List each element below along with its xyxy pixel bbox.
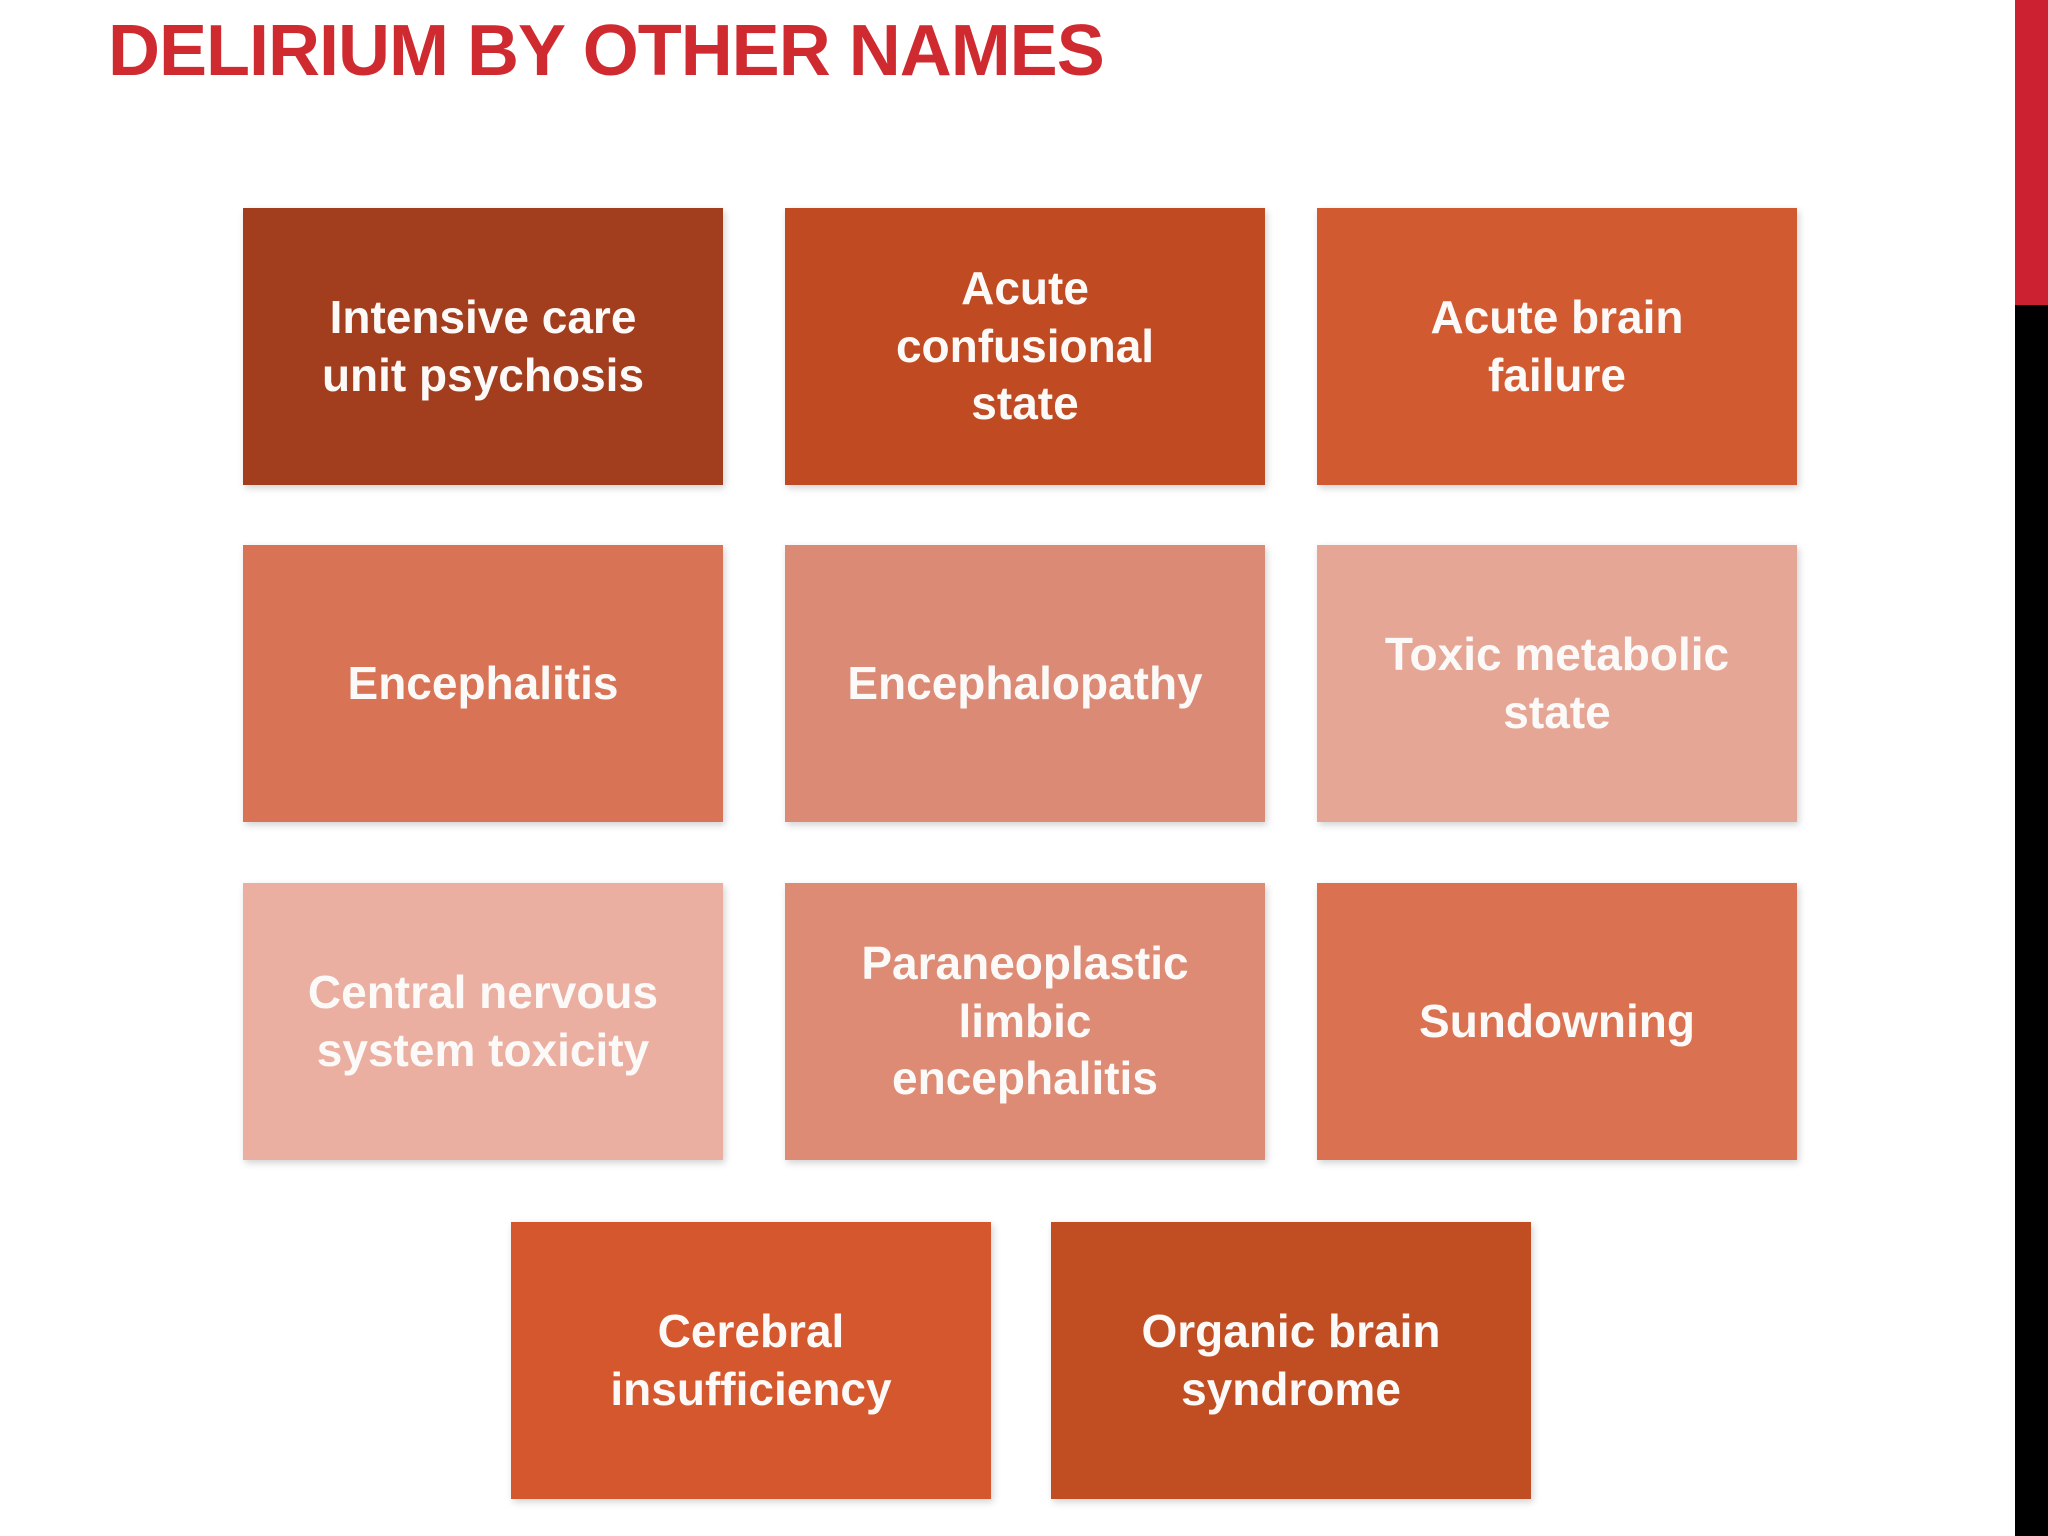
name-box-cerebral-insufficiency: Cerebral insufficiency <box>511 1222 991 1499</box>
name-box-central-nervous-system-toxicity: Central nervous system toxicity <box>243 883 723 1160</box>
name-box-intensive-care-unit-psychosis: Intensive care unit psychosis <box>243 208 723 485</box>
name-box-acute-brain-failure: Acute brain failure <box>1317 208 1797 485</box>
name-box-paraneoplastic-limbic-encephalitis: Paraneoplastic limbic encephalitis <box>785 883 1265 1160</box>
accent-stripe-red <box>2015 0 2048 305</box>
name-box-acute-confusional-state: Acute confusional state <box>785 208 1265 485</box>
slide-title: DELIRIUM BY OTHER NAMES <box>108 11 1105 91</box>
accent-stripe-black <box>2015 305 2048 1536</box>
name-box-toxic-metabolic-state: Toxic metabolic state <box>1317 545 1797 822</box>
name-box-organic-brain-syndrome: Organic brain syndrome <box>1051 1222 1531 1499</box>
name-box-encephalitis: Encephalitis <box>243 545 723 822</box>
name-box-sundowning: Sundowning <box>1317 883 1797 1160</box>
name-box-encephalopathy: Encephalopathy <box>785 545 1265 822</box>
